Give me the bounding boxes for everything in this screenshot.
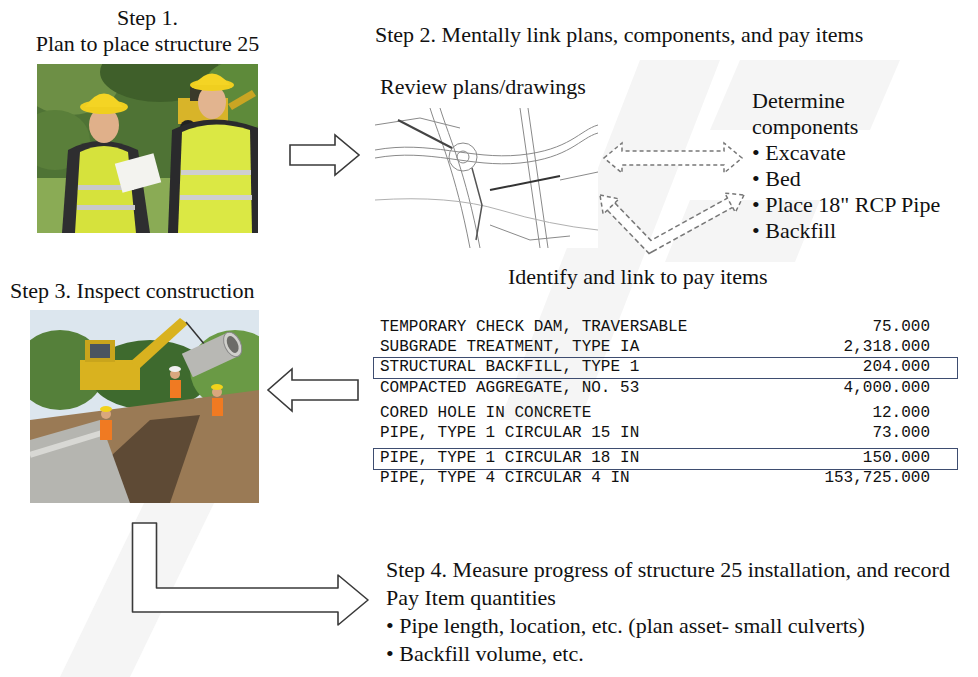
photo-panel: Step 1.Plan to place structure 25 bbox=[37, 64, 258, 233]
pay-item-name: PIPE, TYPE 1 CIRCULAR 15 IN bbox=[380, 423, 639, 443]
construction-photo-part bbox=[30, 390, 259, 503]
plan-drawing-panel: Review plans/drawings bbox=[375, 108, 598, 248]
step-heading: Step 1. bbox=[117, 5, 178, 31]
site-photo bbox=[37, 64, 258, 233]
construction-photo-part bbox=[30, 420, 130, 503]
site-photo-part bbox=[181, 170, 251, 175]
pay-item-quantity: 150.000 bbox=[863, 449, 930, 468]
list-heading: Determine components bbox=[752, 88, 892, 140]
pay-item-quantity: 204.000 bbox=[863, 358, 930, 377]
site-photo-part bbox=[115, 153, 161, 192]
site-photo-part bbox=[228, 90, 256, 110]
highlighted-pay-item: STRUCTURAL BACKFILL, TYPE 1 204.000 bbox=[373, 357, 958, 379]
arrowhead bbox=[600, 195, 619, 214]
plan-drawing-part-part bbox=[449, 143, 477, 171]
construction-photo-part-part bbox=[220, 329, 245, 359]
plan-drawing-part bbox=[375, 108, 598, 248]
bent-block-arrow bbox=[133, 523, 369, 625]
construction-photo-part bbox=[100, 406, 112, 412]
construction-photo-part bbox=[169, 366, 181, 372]
plan-drawing bbox=[375, 108, 598, 248]
construction-photo-part bbox=[182, 329, 246, 377]
site-photo-part bbox=[77, 205, 135, 210]
construction-photo-part-part bbox=[224, 334, 241, 355]
highlighted-pay-item: PIPE, TYPE 1 CIRCULAR 18 IN 150.000 bbox=[373, 448, 958, 470]
plan-drawing-part bbox=[472, 168, 482, 240]
construction-photo-part bbox=[85, 340, 115, 362]
connector bbox=[600, 193, 744, 247]
plan-drawing-part-part bbox=[375, 133, 598, 164]
site-photo-part bbox=[178, 124, 252, 233]
connector bbox=[290, 135, 359, 175]
pay-item-quantity: 12.000 bbox=[872, 403, 930, 423]
pay-item-name: SUBGRADE TREATMENT, TYPE IA bbox=[380, 337, 639, 357]
block-arrow bbox=[268, 369, 358, 411]
panel-heading: Review plans/drawings bbox=[380, 74, 586, 100]
pay-item-quantity: 75.000 bbox=[872, 317, 930, 337]
step-heading: Step 4. Measure progress of structure 25… bbox=[386, 556, 966, 612]
construction-photo-part bbox=[90, 344, 110, 358]
bullet-item: • Pipe length, location, etc. (plan asse… bbox=[386, 612, 865, 640]
pay-item-quantity: 73.000 bbox=[872, 423, 930, 443]
pay-item-name: PIPE, TYPE 1 CIRCULAR 18 IN bbox=[380, 449, 639, 468]
pay-item-name: CORED HOLE IN CONCRETE bbox=[380, 403, 591, 423]
plan-drawing-part bbox=[490, 176, 560, 190]
photo-panel: Step 3. Inspect construction bbox=[30, 310, 259, 503]
bullet-item: • Excavate bbox=[752, 140, 846, 166]
construction-photo bbox=[30, 310, 259, 503]
pay-item-name: COMPACTED AGGREGATE, NO. 53 bbox=[380, 378, 639, 398]
pay-item-quantity: 153,725.000 bbox=[824, 468, 930, 488]
construction-photo-part bbox=[211, 384, 223, 390]
construction-photo-part bbox=[130, 318, 188, 368]
plan-drawing-part-part bbox=[430, 108, 470, 248]
step-heading: Plan to place structure 25 bbox=[36, 31, 260, 57]
construction-photo-part bbox=[30, 432, 105, 455]
pay-item-name: TEMPORARY CHECK DAM, TRAVERSABLE bbox=[380, 317, 687, 337]
step-text: Step 4. Measure progress of structure 25… bbox=[382, 556, 970, 668]
plan-drawing-part-part bbox=[520, 108, 540, 248]
bullet-item: • Backfill bbox=[752, 218, 836, 244]
component-list: Determine components• Excavate• Bed• Pla… bbox=[748, 88, 945, 244]
construction-photo-part bbox=[80, 360, 140, 390]
section-heading: Step 2. Mentally link plans, components,… bbox=[375, 22, 863, 48]
pay-item-table: TEMPORARY CHECK DAM, TRAVERSABLE 75.000SU… bbox=[372, 312, 962, 492]
connector bbox=[268, 369, 358, 411]
plan-drawing-part-part bbox=[375, 118, 460, 128]
pay-item-quantity: 4,000.000 bbox=[844, 378, 930, 398]
link-caption: Identify and link to pay items bbox=[508, 264, 768, 290]
construction-photo-part bbox=[170, 380, 181, 398]
block-arrow bbox=[290, 135, 359, 175]
pay-item-quantity: 2,318.000 bbox=[844, 337, 930, 357]
connector bbox=[133, 523, 369, 625]
watermark bbox=[60, 60, 900, 677]
pay-item-name: STRUCTURAL BACKFILL, TYPE 1 bbox=[380, 358, 639, 377]
dashed-arrow-fill bbox=[611, 203, 730, 247]
site-photo-part bbox=[180, 195, 252, 200]
bullet-item: • Bed bbox=[752, 166, 801, 192]
arrowhead bbox=[725, 193, 744, 212]
site-photo-part bbox=[85, 94, 123, 108]
connector bbox=[604, 143, 742, 173]
plan-drawing-part bbox=[398, 120, 452, 148]
plan-drawing-part-part bbox=[560, 172, 598, 180]
construction-photo-part bbox=[100, 420, 112, 440]
bullet-item: • Backfill volume, etc. bbox=[386, 640, 584, 668]
construction-photo-part bbox=[186, 322, 205, 345]
site-photo-part bbox=[168, 119, 258, 233]
plan-drawing-part bbox=[375, 108, 598, 248]
step-heading: Step 3. Inspect construction bbox=[10, 278, 254, 304]
plan-drawing-part-part bbox=[375, 199, 598, 230]
plan-drawing-part-part bbox=[457, 151, 469, 163]
pay-item-name: PIPE, TYPE 4 CIRCULAR 4 IN bbox=[380, 468, 630, 488]
dashed-arrow-outline bbox=[611, 203, 730, 247]
plan-drawing-part-part bbox=[490, 225, 570, 240]
construction-photo-part bbox=[212, 398, 223, 416]
dashed-block-arrow bbox=[604, 143, 742, 173]
bullet-item: • Place 18" RCP Pipe bbox=[752, 192, 940, 218]
site-photo-part bbox=[194, 74, 230, 86]
